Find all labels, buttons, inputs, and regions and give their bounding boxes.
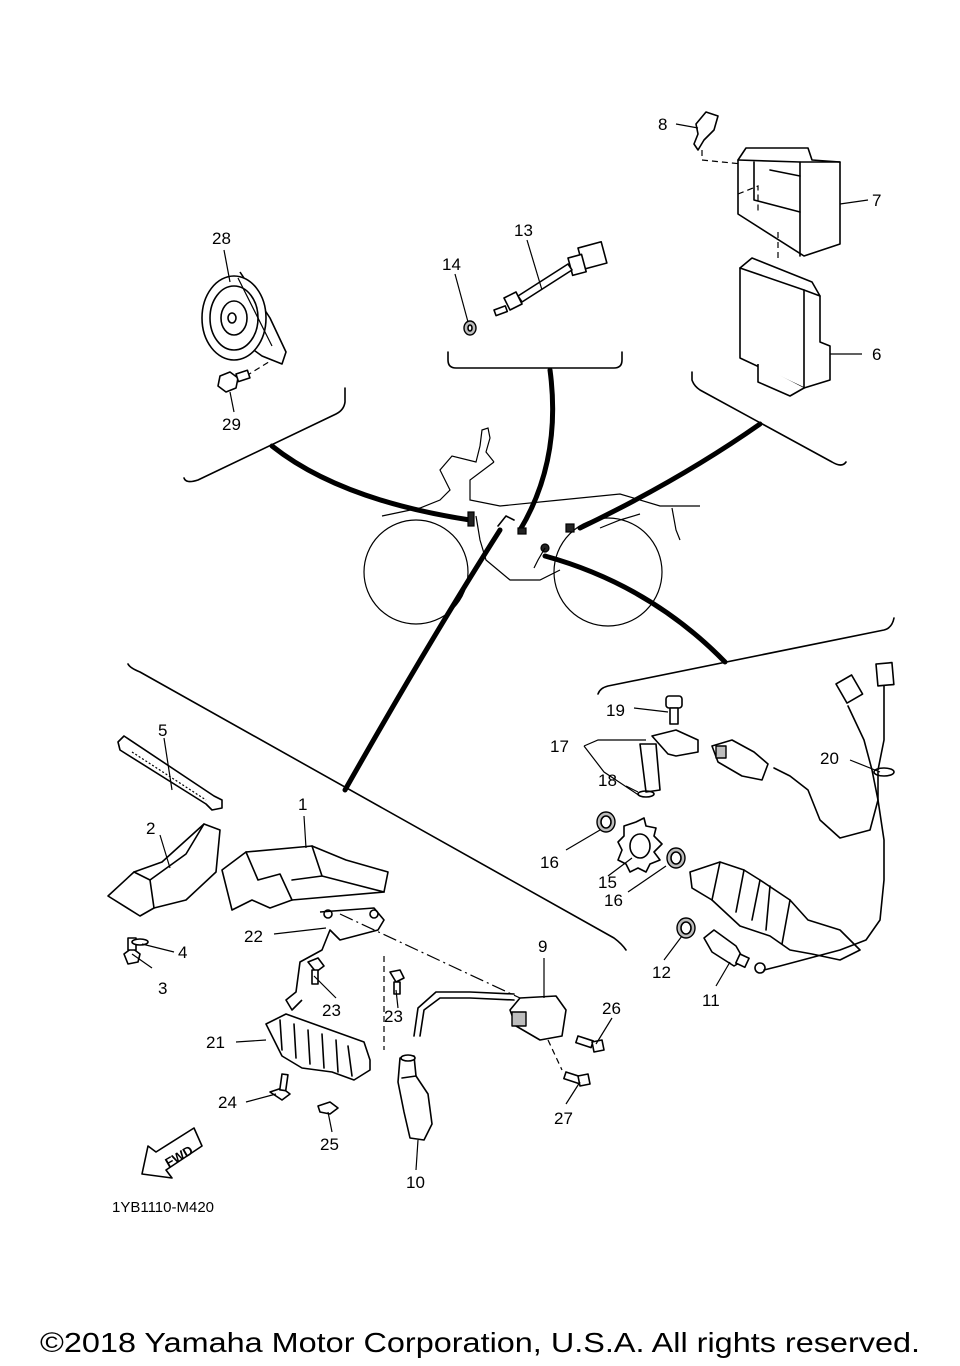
ecu-6 bbox=[739, 257, 831, 397]
rectifier-21 bbox=[265, 1013, 371, 1081]
callout-29: 29 bbox=[222, 415, 241, 434]
screw-26 bbox=[575, 1035, 605, 1053]
callout-18: 18 bbox=[598, 771, 617, 790]
callout-8: 8 bbox=[658, 115, 667, 134]
connector-lines bbox=[269, 367, 763, 793]
fwd-arrow-icon: FWD bbox=[141, 1127, 203, 1179]
callout-5: 5 bbox=[158, 721, 167, 740]
callout-16-b: 16 bbox=[604, 891, 623, 910]
leader-lines bbox=[131, 123, 881, 1171]
cover-2 bbox=[107, 823, 221, 917]
callout-7: 7 bbox=[872, 191, 881, 210]
callout-14: 14 bbox=[442, 255, 461, 274]
wire-harness-20 bbox=[711, 661, 895, 971]
bolt-19 bbox=[665, 695, 683, 725]
callout-26: 26 bbox=[602, 999, 621, 1018]
callout-3: 3 bbox=[158, 979, 167, 998]
washer-16-b bbox=[666, 847, 686, 869]
bracket-22 bbox=[285, 907, 521, 1050]
callout-10: 10 bbox=[406, 1173, 425, 1192]
part-code: 1YB1110-M420 bbox=[112, 1199, 214, 1216]
callout-9: 9 bbox=[538, 937, 547, 956]
callout-25: 25 bbox=[320, 1135, 339, 1154]
bolt-23-b bbox=[389, 969, 405, 995]
callout-19: 19 bbox=[606, 701, 625, 720]
speed-sensor-17 bbox=[639, 729, 699, 793]
group-brackets bbox=[127, 351, 895, 951]
screw-3 bbox=[123, 937, 141, 965]
motorcycle-silhouette bbox=[363, 427, 700, 627]
callout-15: 15 bbox=[598, 873, 617, 892]
bolt-24 bbox=[269, 1073, 291, 1101]
callout-22: 22 bbox=[244, 927, 263, 946]
callout-24: 24 bbox=[218, 1093, 237, 1112]
callout-21: 21 bbox=[206, 1033, 225, 1052]
crankshaft bbox=[689, 861, 861, 961]
callout-11: 11 bbox=[702, 991, 720, 1010]
nut-25 bbox=[317, 1101, 339, 1115]
copyright-notice: ©2018 Yamaha Motor Corporation, U.S.A. A… bbox=[40, 1327, 920, 1358]
callout-6: 6 bbox=[872, 345, 881, 364]
holder-7 bbox=[737, 147, 841, 262]
ignition-coil-9 bbox=[413, 991, 567, 1071]
washer-16-a bbox=[596, 811, 616, 833]
callout-labels: 1 2 3 4 5 6 7 8 9 10 11 12 13 14 15 16 1… bbox=[146, 115, 881, 1192]
callout-13: 13 bbox=[514, 221, 533, 240]
bolt-29 bbox=[217, 369, 251, 393]
callout-28: 28 bbox=[212, 229, 231, 248]
neutral-switch-11 bbox=[703, 929, 766, 974]
callout-23-b: 23 bbox=[384, 1007, 403, 1026]
screw-27 bbox=[563, 1071, 591, 1087]
callout-1: 1 bbox=[298, 795, 307, 814]
callout-12: 12 bbox=[652, 963, 671, 982]
callout-27: 27 bbox=[554, 1109, 573, 1128]
sensor-13 bbox=[493, 240, 608, 317]
cable-band-5 bbox=[117, 735, 223, 811]
callout-2: 2 bbox=[146, 819, 155, 838]
spark-plug-cap-10 bbox=[397, 1054, 433, 1141]
callout-4: 4 bbox=[178, 943, 187, 962]
callout-20: 20 bbox=[820, 749, 839, 768]
gasket-12 bbox=[676, 917, 696, 939]
callout-16-a: 16 bbox=[540, 853, 559, 872]
cover-1 bbox=[221, 845, 389, 911]
bracket-8 bbox=[693, 111, 743, 165]
washer-4 bbox=[131, 938, 149, 946]
callout-17: 17 bbox=[550, 737, 569, 756]
horn-28 bbox=[201, 271, 287, 377]
washer-14 bbox=[463, 320, 477, 336]
sprocket-15 bbox=[617, 817, 663, 873]
callout-23-a: 23 bbox=[322, 1001, 341, 1020]
bolt-23-a bbox=[307, 957, 325, 985]
